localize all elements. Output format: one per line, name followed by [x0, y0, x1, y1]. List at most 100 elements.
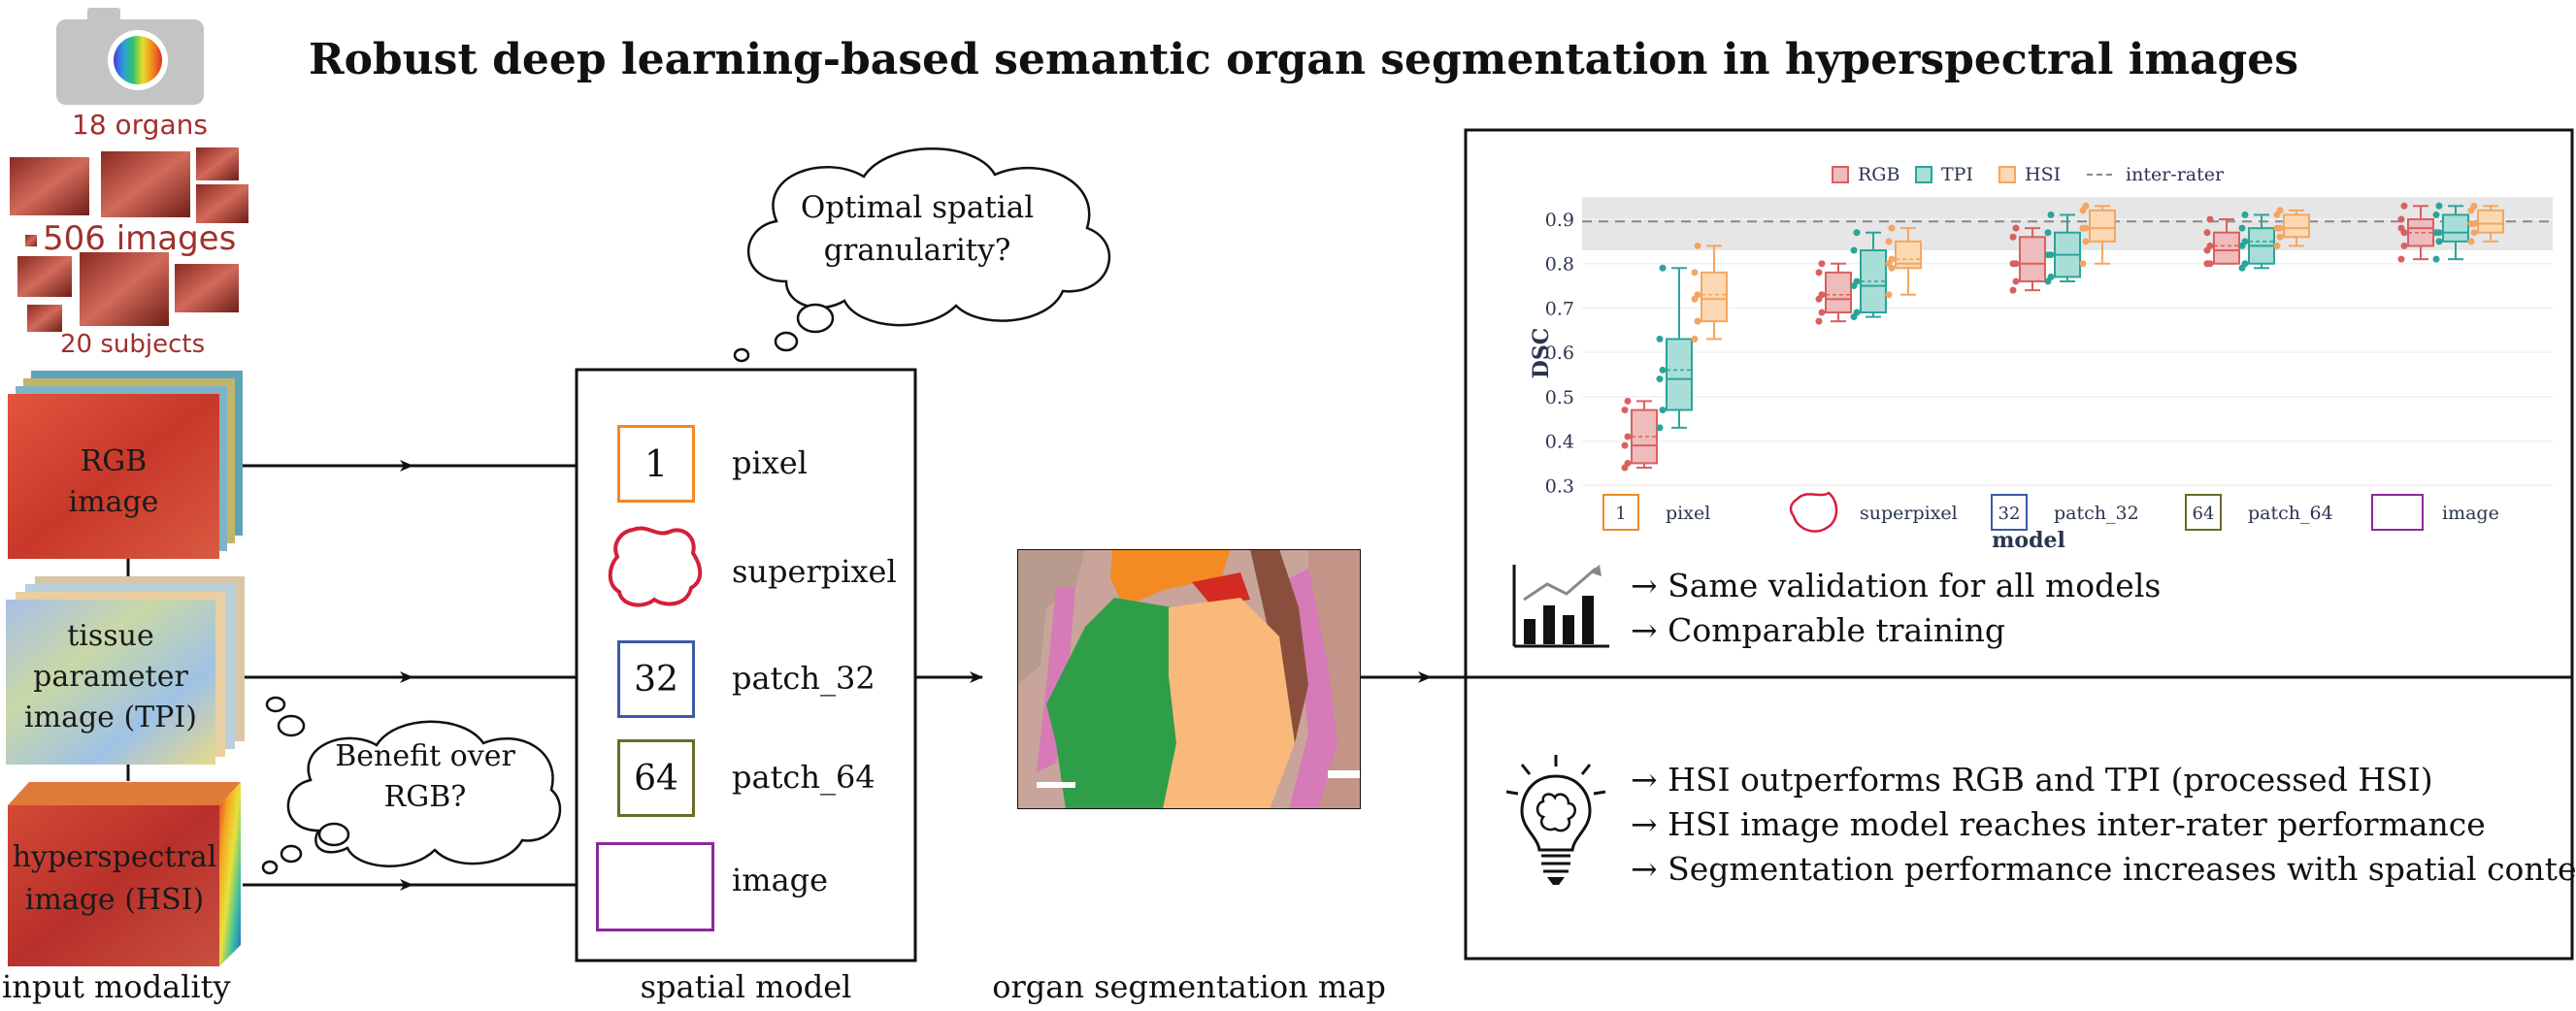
sample-point — [2082, 202, 2090, 210]
sample-point — [1850, 246, 1858, 254]
x-category-label: patch_64 — [2248, 503, 2333, 524]
thought-benefit-line1: Benefit over — [335, 739, 515, 773]
box-tpi-3 — [2238, 211, 2275, 272]
rgb-image-stack — [8, 371, 243, 559]
x-category-label: superpixel — [1860, 503, 1958, 524]
sample-point — [2470, 229, 2478, 237]
finding-bottom-2: → HSI image model reaches inter-rater pe… — [1631, 805, 2486, 843]
sample-point — [2047, 251, 2055, 259]
sample-point — [2082, 238, 2090, 245]
sample-point — [2012, 260, 2020, 268]
y-axis-ticks: 0.30.40.50.60.70.80.9 — [1545, 210, 1574, 497]
thought-bubble-benefit — [261, 696, 562, 875]
spatial-model-patch64: 64 — [617, 739, 695, 817]
sample-point — [1659, 366, 1667, 374]
sample-point — [1621, 441, 1629, 449]
box-tpi-0 — [1656, 264, 1693, 432]
sample-point — [1853, 309, 1861, 316]
sample-point — [2400, 202, 2408, 210]
box-hsi-1 — [1885, 224, 1922, 299]
spatial-model-pixel: 1 — [617, 425, 695, 503]
sample-point — [1885, 238, 1893, 245]
dataset-organs: 18 organs — [72, 109, 208, 141]
x-axis-label: model — [1992, 528, 2065, 553]
box-iqr — [2442, 213, 2469, 243]
sample-point — [1659, 264, 1667, 272]
sample-point — [2397, 255, 2405, 263]
sample-point — [1691, 335, 1699, 342]
sample-point — [2241, 238, 2249, 245]
legend-label-rgb: RGB — [1858, 164, 1899, 185]
sample-point — [2082, 224, 2090, 232]
sample-point — [2273, 242, 2281, 249]
segmentation-map — [1017, 549, 1361, 809]
sample-point — [2206, 242, 2214, 249]
sample-point — [2432, 255, 2440, 263]
sample-point — [1694, 242, 1701, 249]
x-category-icon — [2185, 494, 2222, 531]
sample-point — [2012, 224, 2020, 232]
box-tpi-4 — [2432, 202, 2469, 263]
sample-point — [1656, 335, 1664, 342]
box-iqr — [2213, 231, 2240, 265]
sample-point — [2432, 211, 2440, 218]
spatial-model-label-patch64: patch_64 — [732, 759, 875, 796]
sample-point — [1888, 255, 1896, 263]
spatial-model-label-patch32: patch_32 — [732, 660, 875, 697]
box-hsi-3 — [2273, 207, 2310, 249]
y-axis-label: DSC — [1529, 328, 1554, 378]
box-tpi-1 — [1850, 229, 1887, 321]
thought-granularity-line2: granularity? — [823, 233, 1011, 268]
results-panel-bottom — [1464, 675, 2574, 961]
x-category-icon-text: 32 — [1998, 504, 2021, 524]
finding-bottom-1: → HSI outperforms RGB and TPI (processed… — [1631, 761, 2433, 799]
lightbulb-brain-icon — [1505, 755, 1606, 885]
sample-point — [1659, 407, 1667, 414]
sample-point — [1694, 317, 1701, 325]
sample-point — [2203, 229, 2211, 237]
legend-swatch-tpi — [1915, 166, 1932, 183]
sample-point — [2435, 202, 2443, 210]
x-category-icon-text: 64 — [2193, 504, 2215, 524]
chart-boxes — [1621, 202, 2504, 472]
sample-point — [2044, 229, 2052, 237]
legend-swatch-rgb — [1832, 166, 1849, 183]
sample-point — [2400, 242, 2408, 249]
page-title: Robust deep learning-based semantic orga… — [309, 35, 2299, 84]
sample-point — [2276, 224, 2284, 232]
y-tick-label: 0.9 — [1545, 210, 1574, 231]
x-category-superpixel: superpixel — [1789, 491, 1958, 533]
y-tick-label: 0.3 — [1545, 475, 1574, 497]
sample-point — [2047, 211, 2055, 218]
x-category-icon — [1789, 491, 1838, 533]
sample-point — [2470, 220, 2478, 228]
dataset-image-thumbnails — [10, 147, 248, 332]
legend-label-hsi: HSI — [2025, 164, 2061, 185]
box-rgb-3 — [2203, 215, 2240, 268]
spatial-model-label-pixel: pixel — [732, 444, 808, 481]
sample-point — [2470, 202, 2478, 210]
sample-point — [2400, 229, 2408, 237]
y-tick-label: 0.7 — [1545, 298, 1574, 319]
finding-bottom-3: → Segmentation performance increases wit… — [1631, 850, 2576, 888]
column-label-input: input modality — [2, 968, 231, 1005]
hsi-label-2: image (HSI) — [24, 883, 205, 917]
column-label-segmentation: organ segmentation map — [992, 968, 1386, 1005]
sample-point — [1621, 407, 1629, 414]
finding-top-2: → Comparable training — [1631, 611, 2005, 649]
sample-point — [1885, 291, 1893, 299]
sample-point — [1853, 229, 1861, 237]
sample-point — [2206, 215, 2214, 223]
box-iqr — [1701, 271, 1728, 323]
legend-swatch-hsi — [1998, 166, 2016, 183]
sample-point — [1818, 260, 1826, 268]
dataset-subjects: 20 subjects — [60, 330, 206, 359]
y-tick-label: 0.5 — [1545, 387, 1574, 408]
sample-point — [1815, 317, 1823, 325]
hsi-image-stack — [8, 782, 241, 966]
sample-point — [2079, 260, 2087, 268]
sample-point — [1624, 459, 1632, 467]
rgb-label-1: RGB — [80, 444, 148, 478]
